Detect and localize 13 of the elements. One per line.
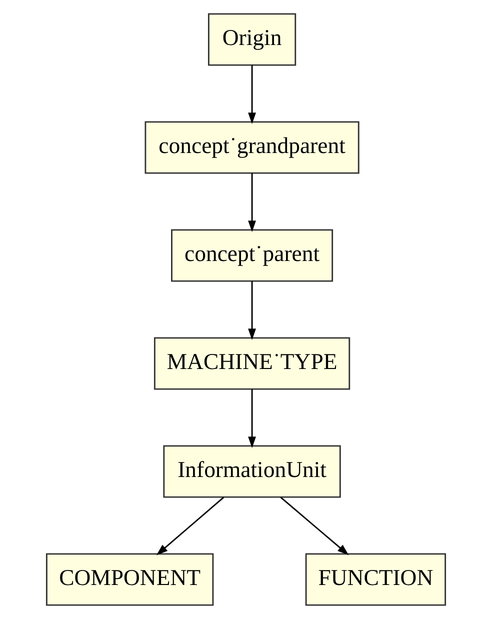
- node-box: concept˙parent: [171, 229, 334, 282]
- node-box: FUNCTION: [305, 553, 446, 606]
- node-box: MACHINE˙TYPE: [154, 337, 350, 390]
- node-box: Origin: [208, 13, 296, 66]
- arrow: [280, 496, 349, 556]
- arrow: [248, 281, 256, 340]
- node-box: InformationUnit: [163, 445, 341, 498]
- node-box: concept˙grandparent: [144, 121, 360, 174]
- arrow: [248, 65, 256, 124]
- node-box: COMPONENT: [46, 553, 214, 606]
- arrow: [248, 389, 256, 448]
- arrow: [156, 496, 224, 556]
- arrow: [248, 173, 256, 232]
